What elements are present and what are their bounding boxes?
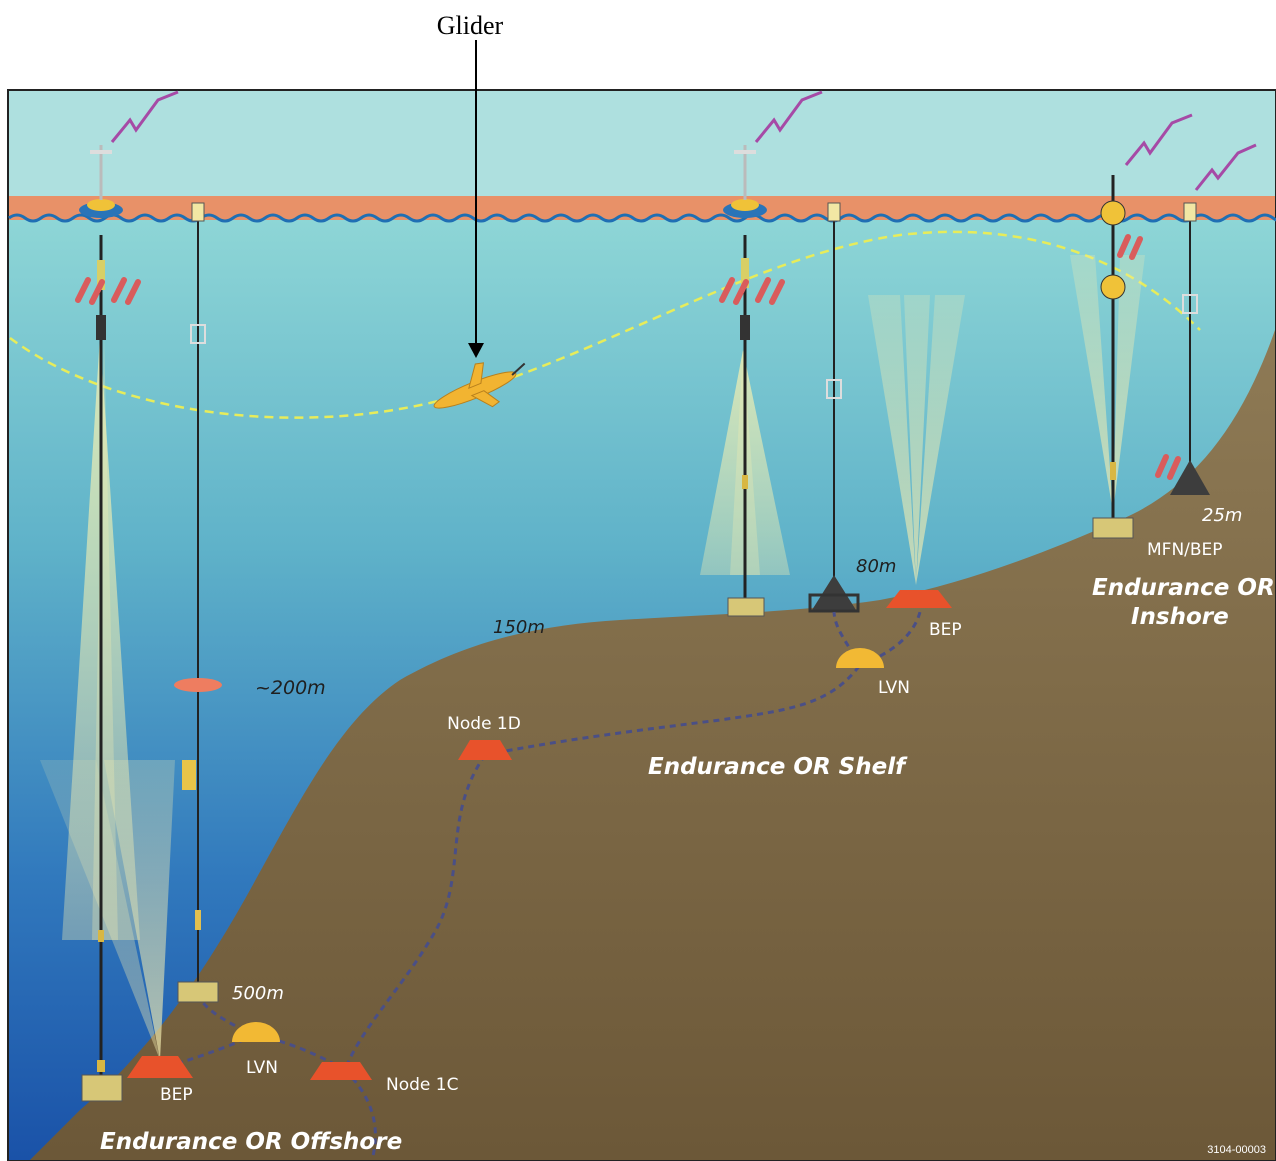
shelf-profiler-mooring xyxy=(808,202,860,613)
depth-label-500m: 500m xyxy=(232,983,284,1004)
inshore-profiler-mooring xyxy=(1155,202,1210,495)
depth-label-200m: ~200m xyxy=(255,677,326,699)
label-lvn-offshore: LVN xyxy=(246,1058,278,1078)
label-mfn-bep: MFN/BEP xyxy=(1147,540,1223,560)
label-node-1d: Node 1D xyxy=(447,714,521,734)
depth-label-25m: 25m xyxy=(1202,505,1242,526)
label-lvn-shelf: LVN xyxy=(878,678,910,698)
sea-surface xyxy=(8,196,1276,223)
site-label-inshore-line1: Endurance OR xyxy=(1092,575,1275,601)
seafloor-nodes xyxy=(81,590,952,1102)
label-bep-shelf: BEP xyxy=(929,620,962,640)
glider-callout-label: Glider xyxy=(437,11,504,40)
glider-path xyxy=(9,230,1201,419)
radio-signal-icons xyxy=(110,90,1257,191)
site-label-shelf: Endurance OR Shelf xyxy=(648,754,908,780)
bep-offshore-marker xyxy=(127,1056,193,1078)
figure-code: 3104-00003 xyxy=(1207,1144,1266,1156)
node-1d-marker xyxy=(458,740,512,760)
offshore-surface-mooring xyxy=(75,145,141,1075)
shelf-surface-mooring xyxy=(719,145,785,617)
site-label-offshore: Endurance OR Offshore xyxy=(100,1129,402,1155)
offshore-profiler-mooring xyxy=(174,202,222,985)
inshore-surface-mooring xyxy=(1092,175,1143,539)
offshore-buoy-anchor xyxy=(81,1074,123,1102)
lvn-shelf-marker xyxy=(836,648,884,668)
depth-label-80m: 80m xyxy=(856,556,896,577)
seafloor xyxy=(30,330,1275,1160)
label-node-1c: Node 1C xyxy=(386,1075,458,1095)
site-label-inshore-line2: Inshore xyxy=(1131,604,1229,630)
label-bep-offshore: BEP xyxy=(160,1085,193,1105)
bep-shelf-marker xyxy=(886,590,952,608)
lvn-offshore-marker xyxy=(232,1022,280,1042)
glider-icon xyxy=(433,362,526,409)
node-1c-marker xyxy=(310,1062,372,1080)
depth-label-150m: 150m xyxy=(493,617,545,638)
offshore-profiler-base xyxy=(177,981,219,1003)
glider-callout-arrow xyxy=(468,40,484,358)
